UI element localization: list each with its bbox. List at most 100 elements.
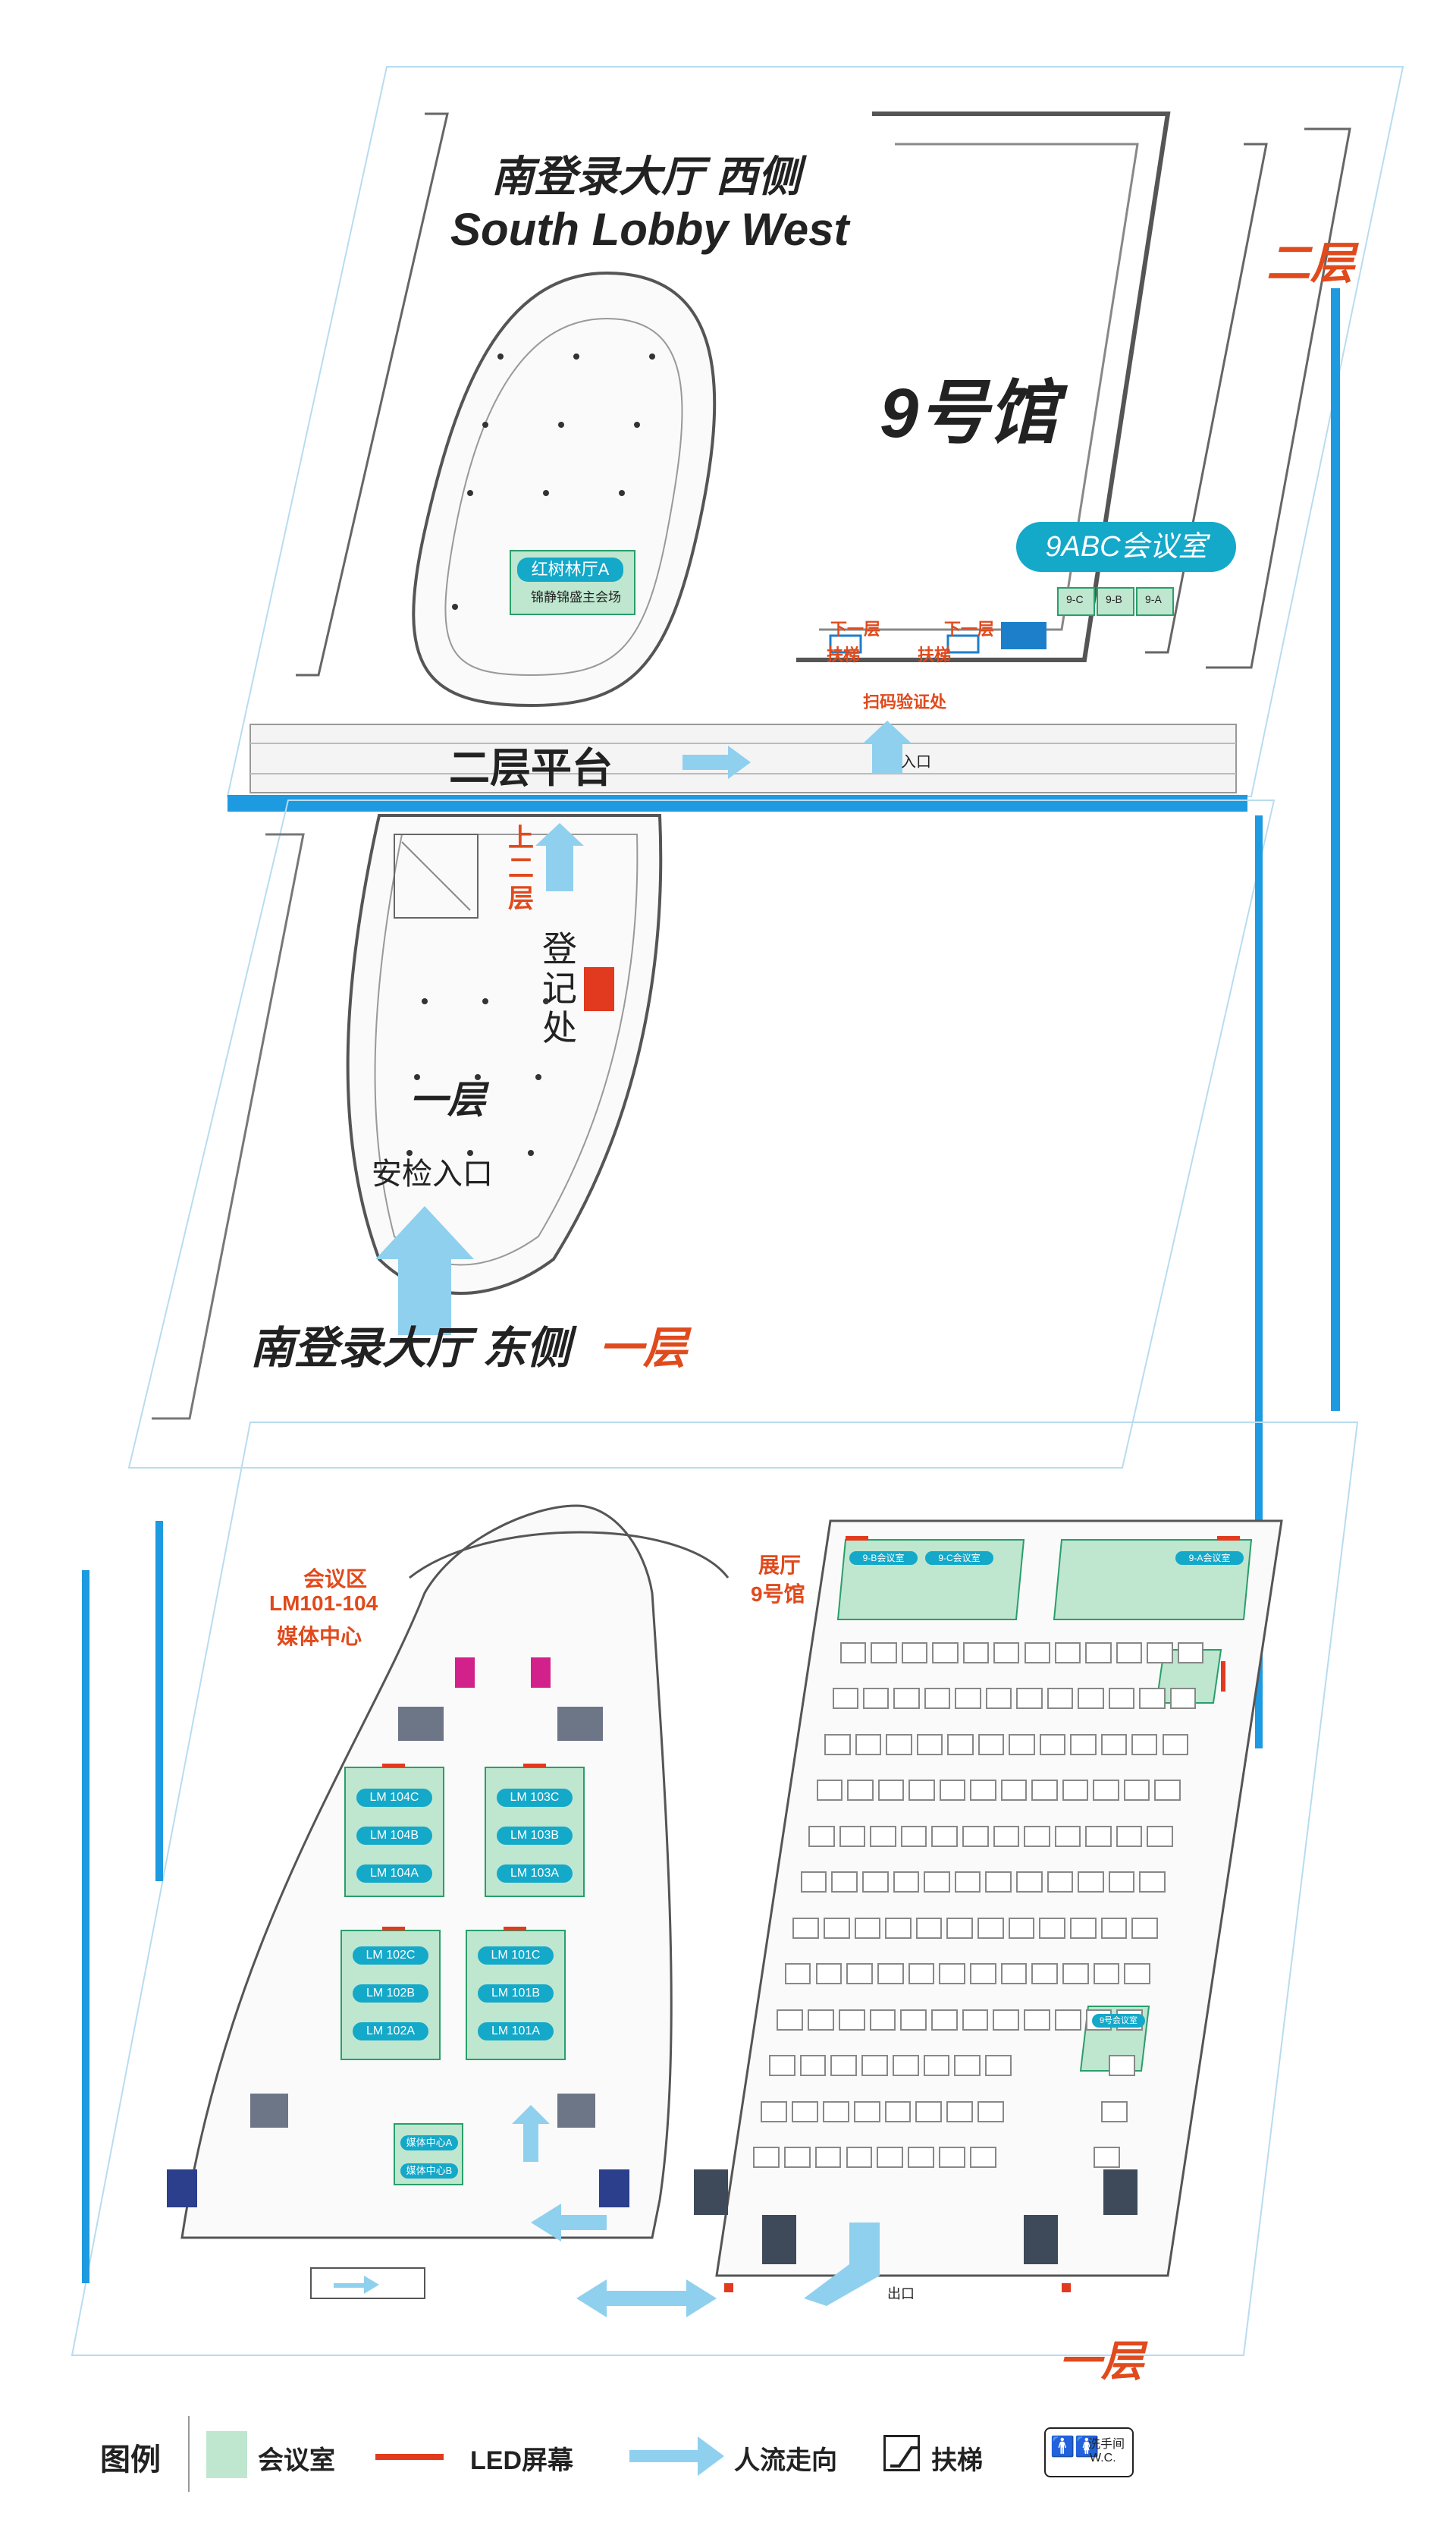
booth (1054, 1825, 1081, 1847)
booth (924, 1871, 950, 1893)
register-label[interactable]: 登记处 (542, 929, 577, 1048)
booth (1085, 1825, 1112, 1847)
legend-room-label: 会议室 (258, 2446, 335, 2475)
booth (939, 2147, 965, 2168)
legend-led-swatch (375, 2454, 444, 2460)
booth (1062, 1780, 1089, 1802)
booth (1123, 1780, 1150, 1802)
ground-left-bar-2 (82, 1570, 89, 2283)
hall-room-9c[interactable]: 9-C会议室 (925, 1551, 993, 1565)
booth (1154, 1780, 1181, 1802)
conf-area-title: 会议区 (303, 1567, 368, 1591)
booth (854, 1917, 881, 1939)
booth (1093, 1780, 1119, 1802)
hall-room-9a[interactable]: 9-A会议室 (1175, 1551, 1244, 1565)
room-lm101c[interactable]: LM 101C (478, 1946, 554, 1965)
booth (861, 2055, 888, 2077)
booth (861, 1871, 889, 1893)
booth (915, 2100, 943, 2122)
booth (946, 2100, 973, 2122)
booth (924, 1688, 951, 1710)
hall-west-en: South Lobby West (450, 204, 849, 255)
booth (1078, 1688, 1104, 1710)
booth (1039, 1733, 1066, 1755)
room-tag-9a: 9-A (1145, 593, 1162, 605)
booth (1100, 1917, 1128, 1939)
security-entrance-label[interactable]: 安检入口 (372, 1158, 493, 1191)
booth (908, 1963, 935, 1985)
booth (870, 1825, 896, 1847)
booth (908, 2147, 934, 2168)
hall9-label: 9号馆 (880, 375, 1059, 452)
booth (1031, 1780, 1058, 1802)
booth (985, 2055, 1012, 2077)
escalator-label-a: 扶梯 (827, 646, 861, 664)
booth (886, 1733, 912, 1755)
escalator-icon-glyph (890, 2446, 918, 2468)
hall-title: 展厅 (758, 1553, 802, 1577)
room-lm103a[interactable]: LM 103A (497, 1864, 573, 1883)
wc-figures: 🚹🚺 (1050, 2435, 1100, 2458)
legend-divider (188, 2416, 190, 2492)
booth (1024, 1642, 1050, 1663)
level1-floor-label: 一层 (410, 1079, 485, 1121)
booth (1116, 1825, 1143, 1847)
wc-en: W.C. (1090, 2452, 1116, 2464)
booth (877, 1963, 904, 1985)
booth (1093, 1963, 1120, 1985)
booth (777, 2009, 804, 2031)
booth (1054, 2009, 1081, 2031)
room-lm101b[interactable]: LM 101B (478, 1984, 554, 2003)
room-lm101a[interactable]: LM 101A (478, 2022, 554, 2040)
booth (1031, 1963, 1058, 1985)
room-tag-9b: 9-B (1106, 593, 1122, 605)
legend-flow-label: 人流走向 (734, 2446, 837, 2475)
media-room-a[interactable]: 媒体中心A (400, 2135, 458, 2150)
room-lm102c[interactable]: LM 102C (353, 1946, 428, 1965)
booth (993, 1825, 1020, 1847)
booth (969, 2147, 996, 2168)
booth (993, 2009, 1020, 2031)
hall-room-9[interactable]: 9号会议室 (1092, 2014, 1145, 2028)
booth (900, 2009, 927, 2031)
booth (1046, 1871, 1074, 1893)
booth (985, 1871, 1012, 1893)
booth (1108, 1871, 1135, 1893)
booth (1016, 1688, 1043, 1710)
wc-cn: 洗手间 (1088, 2438, 1125, 2451)
room-lm102a[interactable]: LM 102A (353, 2022, 428, 2040)
booth (954, 2055, 981, 2077)
booth (799, 2055, 827, 2077)
booth (1000, 1780, 1028, 1802)
room-lm104a[interactable]: LM 104A (356, 1864, 432, 1883)
down1-label-b: 下一层 (944, 620, 995, 639)
booth (1015, 1871, 1043, 1893)
room-lm103c[interactable]: LM 103C (497, 1789, 573, 1807)
room-lm102b[interactable]: LM 102B (353, 1984, 428, 2003)
booth (892, 2055, 919, 2077)
booth (1147, 1825, 1173, 1847)
booth (814, 2147, 842, 2168)
hall-east-cn: 南登录大厅 东侧 (250, 1324, 571, 1373)
booth (761, 2100, 788, 2122)
media-room-b[interactable]: 媒体中心B (400, 2163, 458, 2179)
booth (969, 1963, 996, 1985)
room-lm103b[interactable]: LM 103B (497, 1827, 573, 1845)
booth (1070, 1917, 1097, 1939)
hall-room-9b[interactable]: 9-B会议室 (849, 1551, 918, 1565)
room-lm104c[interactable]: LM 104C (356, 1789, 432, 1807)
booth (808, 1825, 835, 1847)
booth (1070, 1733, 1097, 1755)
booth (1169, 1688, 1196, 1710)
booth (947, 1733, 974, 1755)
room-lm104b[interactable]: LM 104B (356, 1827, 432, 1845)
booth (962, 1825, 989, 1847)
booth (915, 1917, 943, 1939)
conf-9abc-tag[interactable]: 9ABC会议室 (1016, 522, 1236, 572)
booth (1131, 1733, 1158, 1755)
booth (784, 1963, 811, 1985)
booth (869, 2009, 896, 2031)
booth (908, 1780, 935, 1802)
booth (823, 2100, 849, 2122)
